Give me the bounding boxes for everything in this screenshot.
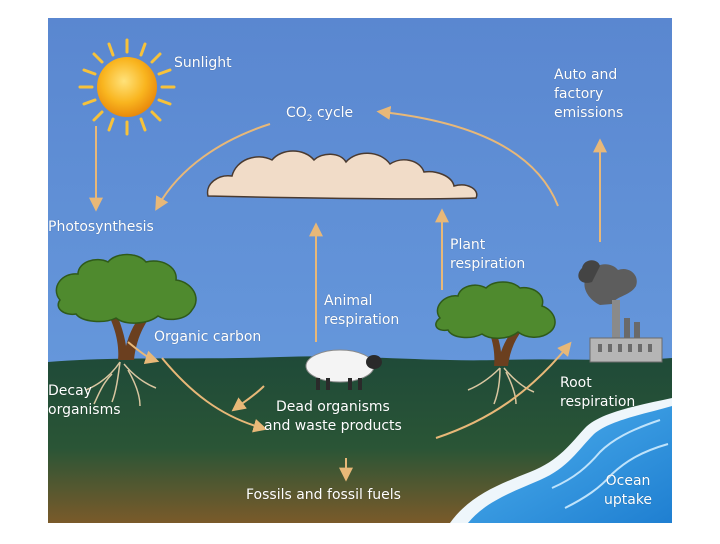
fossils-label: Fossils and fossil fuels — [246, 487, 401, 503]
cycle-arrows — [89, 105, 607, 482]
root-respiration-line2: respiration — [560, 394, 636, 410]
ocean-uptake-line2: uptake — [604, 492, 653, 508]
photosynthesis-label: Photosynthesis — [48, 219, 154, 235]
ocean-icon — [450, 398, 672, 523]
plant-respiration-line1: Plant — [450, 237, 486, 253]
cloud-icon — [206, 150, 478, 200]
plant-respiration-line2: respiration — [450, 256, 526, 272]
organic-carbon-label: Organic carbon — [154, 329, 262, 345]
decay-organisms-line1: Decay — [48, 383, 92, 399]
emissions-label-line3: emissions — [554, 105, 624, 121]
organic-to-dead-arrow — [161, 357, 268, 433]
co2-label-suffix: cycle — [312, 105, 354, 121]
sheep-icon — [305, 349, 382, 390]
decay-organisms-label: Decay organisms — [48, 382, 121, 420]
ocean-uptake-label: Ocean uptake — [604, 472, 652, 510]
dead-to-root-arrow — [435, 341, 572, 439]
dead-organisms-line1: Dead organisms — [275, 399, 390, 415]
plant-respiration-label: Plant respiration — [450, 236, 525, 274]
dead-organisms-label: Dead organisms and waste products — [264, 398, 402, 436]
co2-label-prefix: CO — [286, 105, 307, 121]
tree-to-organic-arrow — [127, 341, 160, 364]
co2-to-photosynthesis-arrow — [155, 123, 271, 211]
emissions-label: Auto and factory emissions — [554, 66, 623, 123]
animal-respiration-label: Animal respiration — [324, 292, 399, 330]
animal-respiration-line2: respiration — [324, 312, 400, 328]
dead-to-decay-arrow — [231, 385, 265, 412]
factory-icon — [578, 260, 663, 363]
ocean-uptake-line1: Ocean — [605, 473, 651, 489]
co2-label-subscript: 2 — [306, 113, 313, 124]
decay-organisms-line2: organisms — [48, 402, 121, 418]
dead-organisms-line2: and waste products — [264, 418, 402, 434]
emissions-to-co2-arrow — [376, 105, 559, 207]
tree-icon — [435, 281, 556, 405]
sunlight-label: Sunlight — [174, 55, 232, 71]
emissions-label-line1: Auto and — [554, 67, 618, 83]
root-respiration-line1: Root — [560, 375, 592, 391]
co2-cycle-label: CO2 cycle — [286, 104, 353, 129]
tree-icon — [55, 253, 197, 407]
animal-respiration-line1: Animal — [324, 293, 373, 309]
emissions-label-line2: factory — [554, 86, 604, 102]
sun-icon — [78, 38, 176, 136]
root-respiration-label: Root respiration — [560, 374, 635, 412]
